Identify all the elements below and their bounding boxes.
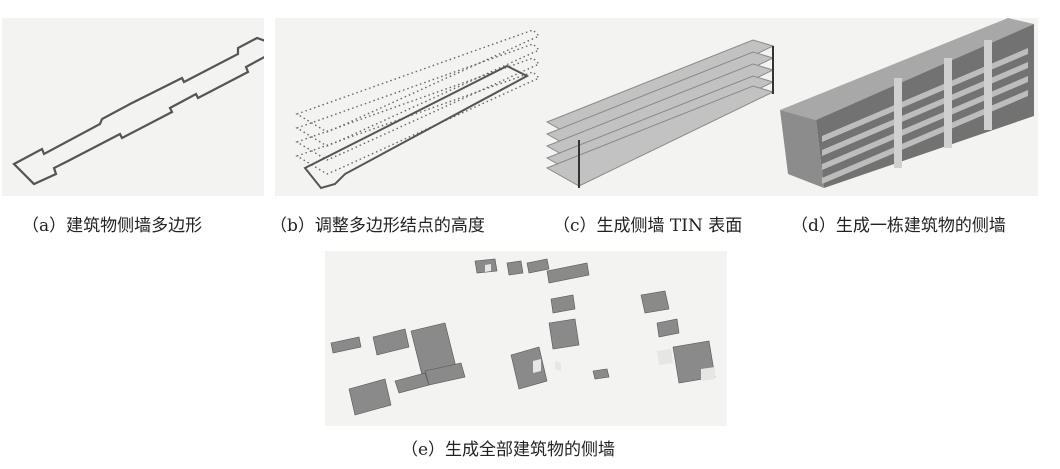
caption-e: （e）生成全部建筑物的侧墙: [401, 440, 616, 460]
panel-c-image: [541, 18, 781, 196]
panel-d-image: [776, 18, 1038, 196]
caption-a: （a）建筑物侧墙多边形: [22, 216, 203, 236]
all-buildings-drawing: [330, 258, 716, 416]
caption-b: （b）调整多边形结点的高度: [270, 216, 485, 236]
tin-surface-drawing: [545, 39, 775, 188]
caption-c: （c）生成侧墙 TIN 表面: [553, 216, 743, 236]
building-walls-drawing: [780, 18, 1034, 188]
caption-d: （d）生成一栋建筑物的侧墙: [791, 216, 1006, 236]
panel-b-image: [275, 18, 545, 196]
panel-a-image: [2, 18, 264, 196]
dotted-polygon-drawing: [295, 29, 541, 190]
panel-e-image: [325, 251, 727, 426]
polygon-outline-drawing: [12, 36, 264, 186]
